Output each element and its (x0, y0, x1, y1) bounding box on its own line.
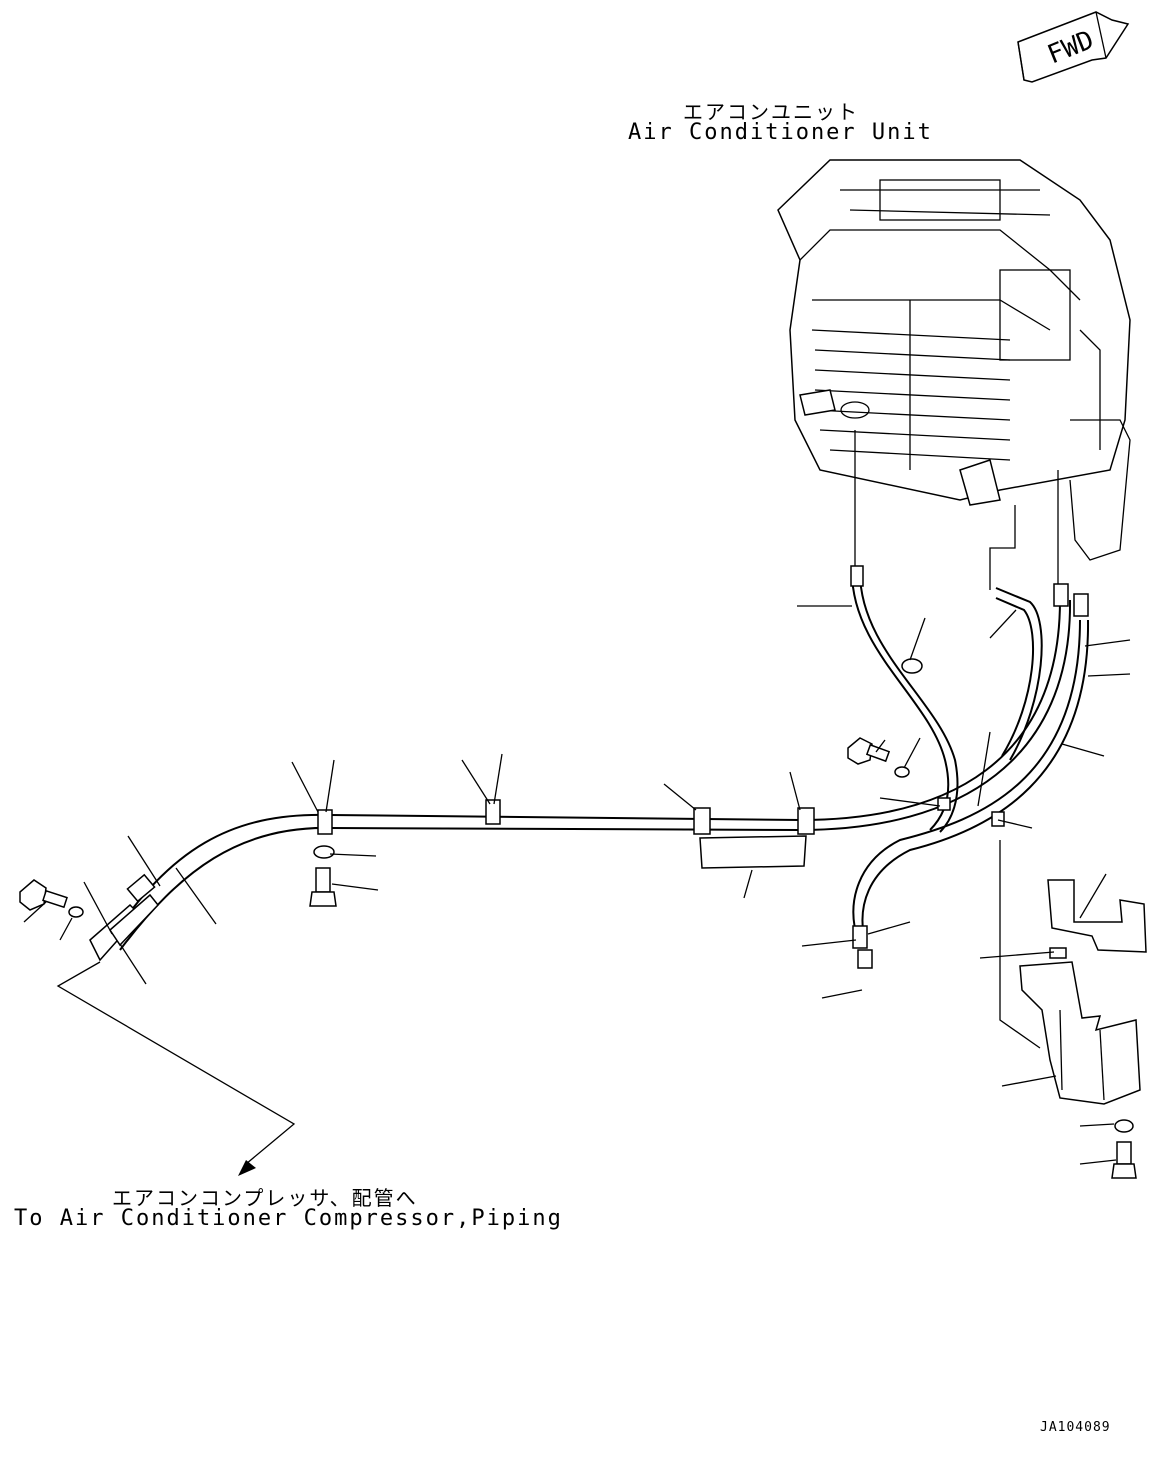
fasteners (19, 737, 1137, 1179)
connection-leaders (854, 430, 1059, 590)
bracket-assembly (999, 840, 1147, 1105)
compressor-label-en: To Air Conditioner Compressor,Piping (14, 1206, 563, 1231)
fwd-arrow-icon: FWD (1017, 11, 1130, 83)
hose-tag (699, 835, 807, 869)
callout-leaders (23, 605, 1131, 1165)
hose-clamps (317, 658, 1005, 835)
drawing-code: JA104089 (1040, 1420, 1111, 1435)
to-compressor-leader (56, 961, 296, 1176)
air-conditioner-unit-drawing (777, 159, 1131, 561)
compressor-label-jp: エアコンコンプレッサ、配管へ (112, 1186, 418, 1210)
unit-label-en: Air Conditioner Unit (628, 120, 933, 145)
hose-fittings (89, 565, 1089, 969)
hose-routing (109, 571, 1090, 951)
unit-label-jp: エアコンユニット (683, 100, 859, 124)
